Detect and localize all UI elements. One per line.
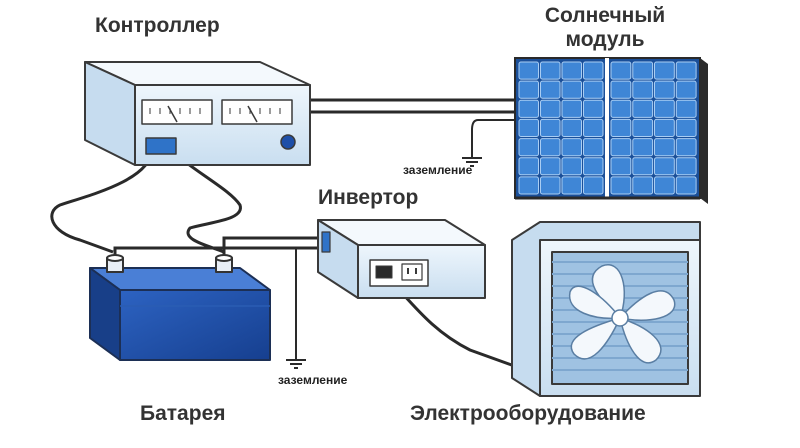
solar-cell (518, 176, 539, 195)
solar-module (514, 57, 708, 204)
solar-cell (654, 138, 675, 157)
label-battery: Батарея (140, 402, 226, 425)
solar-cell (583, 80, 604, 99)
label-equipment: Электрооборудование (410, 402, 646, 425)
controller-terminal (145, 137, 177, 155)
solar-cell (561, 80, 582, 99)
solar-cell (540, 61, 561, 80)
fan-blades (569, 264, 676, 364)
label-ground-bottom: заземление (278, 373, 348, 387)
solar-cell (518, 61, 539, 80)
solar-cell (561, 118, 582, 138)
solar-cell (583, 138, 604, 157)
solar-cell (518, 80, 539, 99)
wire-battery-inverter-2 (222, 236, 322, 256)
solar-cell (675, 176, 697, 195)
solar-cell (518, 157, 539, 176)
solar-cell (540, 80, 561, 99)
solar-cell (583, 176, 604, 195)
solar-cell (610, 61, 632, 80)
solar-cell (583, 157, 604, 176)
solar-cell (583, 118, 604, 138)
fan-hub (611, 309, 629, 327)
solar-cell (675, 80, 697, 99)
solar-cell (654, 61, 675, 80)
label-solar-module: Солнечный модуль (500, 4, 710, 52)
solar-cell (561, 176, 582, 195)
solar-cell (583, 61, 604, 80)
wire-ground-top (471, 119, 515, 158)
solar-cell (540, 118, 561, 138)
controller-meter-right (221, 99, 293, 125)
controller-meter-left (141, 99, 213, 125)
inverter-socket (401, 263, 423, 281)
label-controller: Контроллер (95, 14, 220, 37)
solar-cell (654, 176, 675, 195)
solar-cell (632, 80, 654, 99)
inverter-input-port (321, 231, 331, 253)
solar-cell (654, 118, 675, 138)
solar-cell (540, 157, 561, 176)
solar-cell (518, 99, 539, 118)
battery-terminal-right (215, 254, 233, 273)
solar-cell (610, 99, 632, 118)
label-solar-module-line2: модуль (565, 28, 645, 51)
solar-cell (675, 61, 697, 80)
label-ground-top: заземление (403, 163, 473, 177)
controller-device (84, 61, 311, 166)
solar-cell (610, 138, 632, 157)
battery-terminal-left (106, 254, 124, 273)
solar-cell (675, 138, 697, 157)
solar-cell (540, 138, 561, 157)
solar-cell (518, 118, 539, 138)
solar-cell (632, 61, 654, 80)
solar-cell (610, 157, 632, 176)
solar-cell (610, 80, 632, 99)
wire-controller-battery-1 (50, 149, 154, 254)
solar-cell (654, 80, 675, 99)
solar-cell (675, 99, 697, 118)
solar-cell (518, 138, 539, 157)
solar-cell (610, 176, 632, 195)
battery-device (89, 254, 271, 361)
ground-symbol-top (462, 157, 482, 167)
solar-cell (583, 99, 604, 118)
solar-cell (632, 99, 654, 118)
label-solar-module-line1: Солнечный (544, 4, 666, 27)
solar-cell (632, 157, 654, 176)
controller-knob (280, 134, 296, 150)
solar-cell (561, 61, 582, 80)
solar-cell (561, 138, 582, 157)
wires (50, 98, 521, 370)
label-inverter: Инвертор (318, 186, 419, 209)
solar-cell (540, 176, 561, 195)
wire-battery-inverter-1 (113, 246, 322, 256)
ground-symbol-bottom (286, 359, 306, 369)
solar-cell (561, 99, 582, 118)
solar-cell (610, 118, 632, 138)
inverter-plug (375, 265, 393, 279)
solar-cell (654, 99, 675, 118)
solar-cell (675, 157, 697, 176)
solar-cell (540, 99, 561, 118)
equipment-fan (511, 221, 701, 397)
solar-cell (632, 176, 654, 195)
solar-cell (654, 157, 675, 176)
solar-cell (561, 157, 582, 176)
solar-cell (675, 118, 697, 138)
solar-cell (632, 138, 654, 157)
inverter-device (317, 219, 486, 299)
solar-cell (632, 118, 654, 138)
wire-controller-battery-2 (169, 148, 242, 254)
